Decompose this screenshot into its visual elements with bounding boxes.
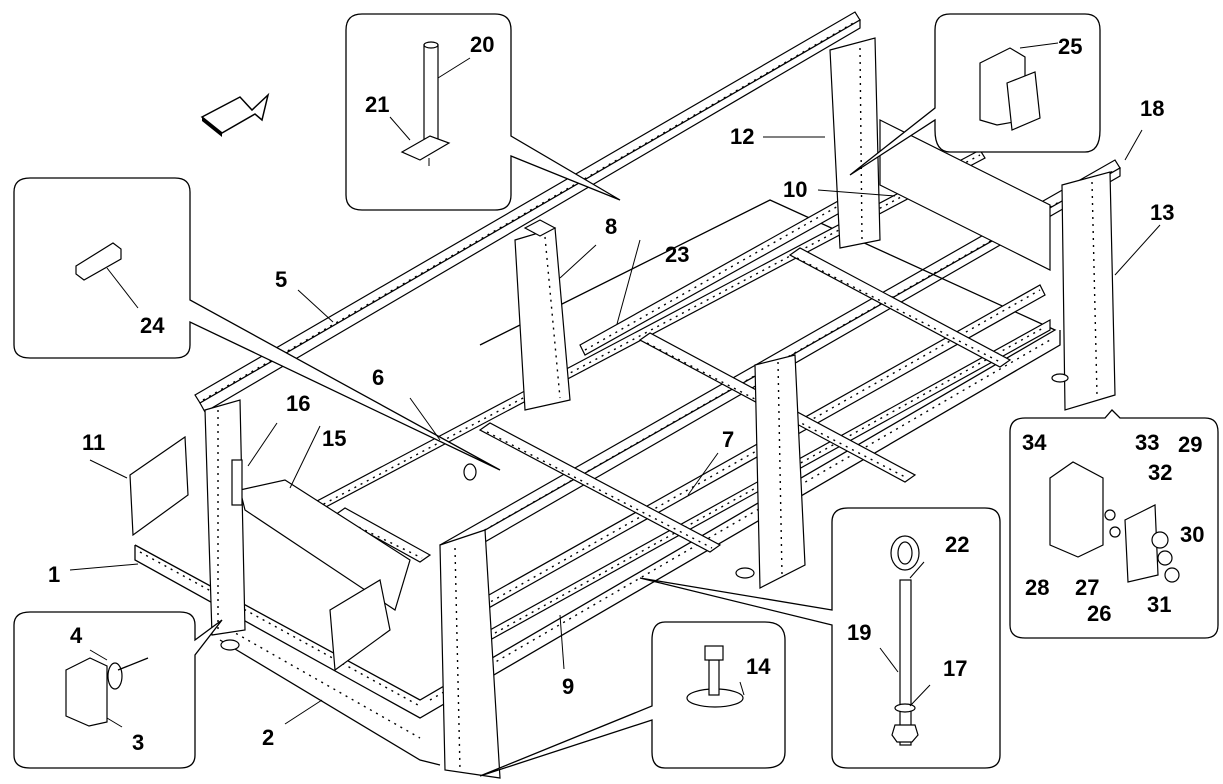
inset-control-box — [1009, 409, 1219, 639]
callout-34: 34 — [1022, 430, 1047, 455]
callout-16: 16 — [286, 391, 310, 416]
callout-13: 13 — [1150, 200, 1174, 225]
callout-20: 20 — [470, 32, 494, 57]
inset-leveling-foot — [479, 621, 786, 777]
callout-14: 14 — [746, 654, 771, 679]
callout-9: 9 — [562, 674, 574, 699]
callout-30: 30 — [1180, 522, 1204, 547]
callout-1: 1 — [48, 562, 60, 587]
callout-32: 32 — [1148, 460, 1172, 485]
callout-5: 5 — [275, 267, 287, 292]
side-cover-11 — [129, 435, 189, 537]
foot — [735, 567, 755, 579]
upright-front-left — [204, 399, 501, 779]
callout-25: 25 — [1058, 34, 1082, 59]
top-rail-5 — [194, 11, 861, 413]
inset-junction-box — [849, 13, 1101, 176]
callout-27: 27 — [1075, 575, 1099, 600]
callout-23: 23 — [665, 242, 689, 267]
callout-11: 11 — [82, 430, 105, 455]
callout-labels: 1 2 3 4 5 6 7 8 9 10 11 12 13 14 15 16 1… — [48, 32, 1204, 755]
front-panel-15 — [239, 479, 411, 611]
callout-22: 22 — [945, 532, 969, 557]
callout-2: 2 — [262, 725, 274, 750]
callout-6: 6 — [372, 365, 384, 390]
leader-lines — [69, 129, 1161, 725]
callout-33: 33 — [1135, 430, 1159, 455]
front-plate — [329, 579, 391, 672]
callout-21: 21 — [365, 92, 389, 117]
callout-31: 31 — [1147, 592, 1171, 617]
guide-bracket-16 — [231, 459, 243, 506]
callout-28: 28 — [1025, 575, 1049, 600]
direction-arrow-icon — [200, 92, 270, 137]
callout-4: 4 — [70, 623, 83, 648]
callout-15: 15 — [322, 426, 346, 451]
inset-block-bolt — [13, 611, 223, 769]
callout-3: 3 — [132, 730, 144, 755]
upright-13 — [1061, 171, 1116, 411]
callout-26: 26 — [1087, 601, 1111, 626]
main-frame — [129, 11, 1121, 779]
foot — [220, 639, 240, 651]
inset-eye-rod — [639, 507, 1001, 769]
inset-spacer-block — [13, 177, 501, 471]
eye-bolt-6 — [463, 463, 477, 481]
base-frame — [134, 199, 1061, 766]
callout-29: 29 — [1178, 432, 1202, 457]
foot — [1051, 373, 1069, 383]
upright-middle — [754, 354, 806, 589]
inset-post — [345, 13, 621, 211]
callout-17: 17 — [943, 656, 967, 681]
callout-8: 8 — [605, 214, 617, 239]
callout-24: 24 — [140, 313, 165, 338]
callout-10: 10 — [783, 177, 807, 202]
callout-19: 19 — [847, 620, 871, 645]
callout-18: 18 — [1140, 96, 1164, 121]
rear-panel-10 — [879, 119, 1051, 271]
upright-12 — [829, 37, 881, 249]
callout-7: 7 — [722, 427, 734, 452]
callout-12: 12 — [730, 124, 754, 149]
upright-8 — [514, 219, 571, 411]
